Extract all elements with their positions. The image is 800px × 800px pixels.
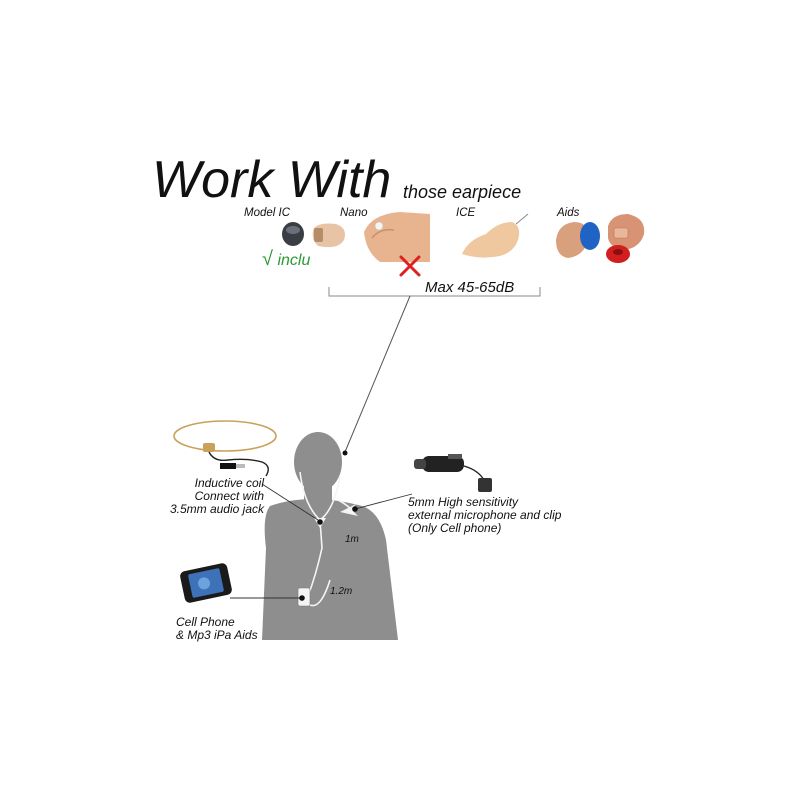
callout-lines	[230, 483, 413, 599]
mic-callout-line: (Only Cell phone)	[408, 521, 502, 535]
person-silhouette	[262, 432, 398, 640]
mic-dot	[352, 506, 358, 512]
ice-earpiece	[462, 213, 529, 258]
coil-dot	[317, 519, 323, 525]
range-label: Max 45-65dB	[425, 279, 515, 296]
mic-callout-line: external microphone and clip	[408, 508, 562, 522]
page-subtitle: those earpiece	[403, 182, 522, 202]
external-microphone	[414, 454, 492, 492]
pocket-dot	[299, 595, 305, 601]
included-text: inclu	[277, 252, 311, 269]
mic-callout-line: 5mm High sensitivity	[408, 495, 519, 509]
phone-callout: Cell Phone & Mp3 iPa Aids	[176, 616, 258, 642]
range-bracket	[328, 287, 541, 297]
check-icon: √	[262, 248, 273, 270]
phone-callout-line: Cell Phone	[176, 615, 235, 629]
cable-length-lower: 1.2m	[330, 586, 353, 597]
nano-earpiece	[364, 212, 430, 262]
leader-dot	[342, 450, 348, 456]
model-ic-earpiece	[282, 222, 345, 248]
cell-phone	[180, 563, 232, 603]
earpiece-label-aids: Aids	[557, 207, 580, 219]
coil-callout: Inductive coil Connect with 3.5mm audio …	[152, 477, 264, 516]
page-title: Work With	[152, 151, 392, 209]
earpiece-label-model-ic: Model IC	[244, 207, 291, 219]
inductive-coil	[173, 420, 277, 477]
coil-callout-line: Connect with	[194, 489, 264, 503]
phone-callout-line: & Mp3 iPa Aids	[176, 628, 258, 642]
earpiece-label-nano: Nano	[340, 207, 368, 219]
included-badge: √ inclu	[262, 248, 310, 271]
mic-callout: 5mm High sensitivity external microphone…	[408, 496, 561, 535]
cable-length-upper: 1m	[345, 534, 359, 545]
aids-earpiece	[556, 214, 645, 263]
cross-icon	[399, 255, 421, 277]
leader-line	[344, 295, 411, 453]
earpiece-label-ice: ICE	[456, 207, 476, 219]
coil-callout-line: 3.5mm audio jack	[169, 502, 264, 516]
coil-callout-line: Inductive coil	[194, 476, 264, 490]
